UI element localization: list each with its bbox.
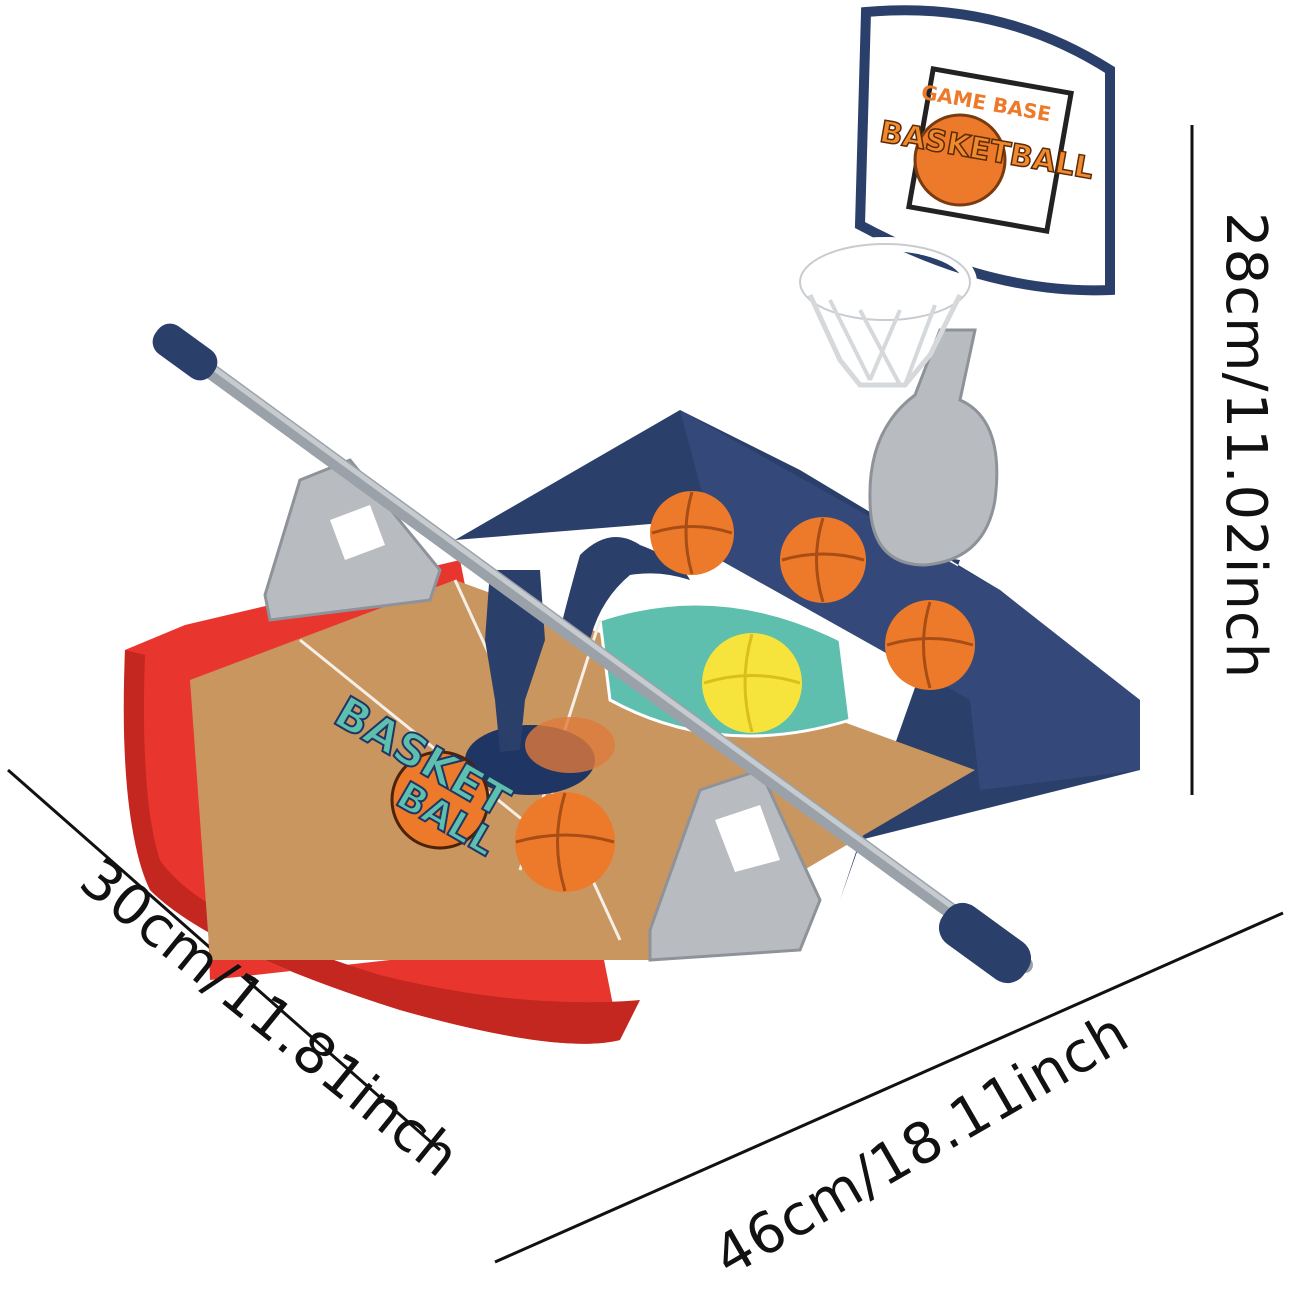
player-arms [560, 537, 690, 640]
rod-handle-right [938, 902, 1032, 984]
player-figure [485, 570, 545, 752]
backboard-logo-ball [913, 113, 1007, 207]
width-dimension-line [494, 911, 1284, 1264]
hoop-net [807, 293, 963, 388]
navy-frame-right-wall [680, 410, 1140, 790]
orange-ball-2 [780, 517, 866, 603]
orange-ball-4 [515, 792, 615, 892]
hoop-stand [868, 328, 999, 567]
navy-frame [455, 410, 1140, 900]
court-logo-ball [390, 750, 490, 850]
control-rod [167, 337, 1033, 973]
rod-handle-left [152, 323, 218, 381]
yellow-ball [702, 633, 802, 733]
orange-ball-3 [885, 600, 975, 690]
height-dimension-label: 28cm/11.02inch [1213, 212, 1278, 680]
orange-ball-1 [650, 491, 734, 575]
